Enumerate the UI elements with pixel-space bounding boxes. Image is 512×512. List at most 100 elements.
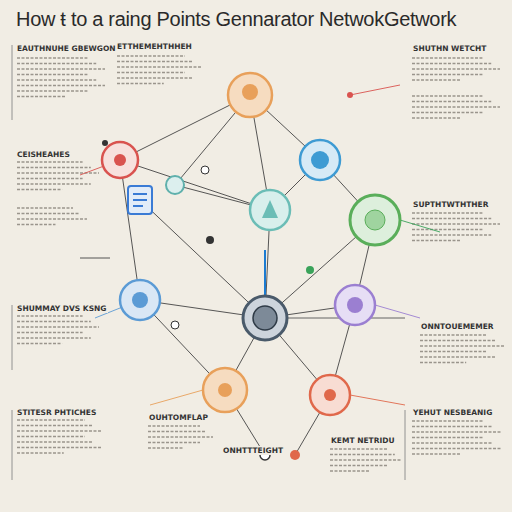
icon [114, 154, 126, 166]
leader-line [350, 395, 405, 405]
icon [132, 292, 148, 308]
text-scribble [17, 441, 94, 443]
text-scribble [17, 85, 105, 87]
teal-circle [250, 190, 290, 230]
icon [133, 199, 147, 201]
text-scribble [117, 55, 185, 57]
text-scribble [420, 362, 466, 364]
dot [347, 92, 353, 98]
text-scribble [17, 57, 87, 59]
text-scribble [412, 223, 500, 225]
teal-dot [166, 176, 184, 194]
hub-circle [243, 296, 287, 340]
text-scribble [17, 189, 62, 191]
text-scribble [17, 96, 65, 98]
text-scribble [412, 57, 482, 59]
text-scribble [330, 459, 402, 461]
text-scribble [412, 240, 460, 242]
section-heading: KEMT NETRIDU [330, 436, 396, 445]
text-scribble [330, 465, 388, 467]
text-scribble [412, 95, 482, 97]
text-scribble [412, 218, 491, 220]
text-scribble [420, 356, 496, 358]
text-scribble [412, 431, 502, 433]
text-scribble [17, 207, 73, 209]
icon [365, 210, 385, 230]
document-icon [128, 186, 152, 214]
orange-circle [228, 73, 272, 117]
section-heading: ONNTOUEMEMER [420, 322, 495, 331]
icon [242, 84, 258, 100]
section-heading: YEHUT NESBEANIG [412, 408, 493, 417]
text-scribble [412, 106, 500, 108]
icon [218, 383, 232, 397]
dot [206, 236, 214, 244]
icon [133, 193, 147, 195]
red-circle [310, 375, 350, 415]
text-scribble [117, 61, 194, 63]
green-circle [350, 195, 400, 245]
text-scribble [412, 117, 460, 119]
leader-line [375, 305, 420, 318]
text-scribble [17, 183, 91, 185]
text-scribble [412, 448, 502, 450]
text-scribble [412, 420, 484, 422]
text-scribble [17, 68, 105, 70]
section-heading: OUHTOMFLAP [148, 413, 209, 422]
text-scribble [412, 442, 493, 444]
text-scribble [17, 425, 94, 427]
text-scribble [17, 430, 102, 432]
section-heading: ETTHEMEHTHHEH [116, 42, 193, 51]
section-heading: ONHTTTEIGHT [222, 446, 284, 455]
text-scribble [412, 426, 493, 428]
text-scribble [148, 447, 184, 449]
dot [171, 321, 179, 329]
icon [133, 205, 143, 207]
blue-circle [120, 280, 160, 320]
text-scribbles [17, 56, 504, 471]
text-scribble [17, 343, 62, 345]
text-scribble [17, 315, 83, 317]
text-scribble [17, 79, 96, 81]
text-scribble [17, 90, 87, 92]
bracket [12, 410, 13, 480]
text-scribble [117, 83, 164, 85]
section-heading: EAUTHNUHE GBEWGON [16, 44, 117, 53]
section-heading: STITESR PHTICHES [16, 408, 97, 417]
text-scribble [330, 470, 370, 472]
network-nodes [102, 73, 400, 460]
text-scribble [330, 454, 395, 456]
text-scribble [17, 167, 91, 169]
icon [262, 200, 278, 218]
text-scribble [412, 234, 491, 236]
text-scribble [420, 340, 496, 342]
text-scribble [17, 218, 87, 220]
blue-circle [300, 140, 340, 180]
bracket [405, 410, 406, 480]
text-scribble [148, 431, 207, 433]
text-scribble [17, 224, 56, 226]
text-scribble [420, 345, 504, 347]
text-scribble [420, 351, 487, 353]
text-scribble [17, 63, 96, 65]
text-scribble [17, 161, 83, 163]
text-scribble [148, 442, 200, 444]
text-scribble [17, 452, 64, 454]
text-scribble [17, 74, 87, 76]
gear-icon [253, 306, 277, 330]
leader-line [80, 258, 110, 259]
text-scribble [412, 229, 482, 231]
text-scribble [17, 326, 99, 328]
text-scribble [17, 419, 85, 421]
dot [201, 166, 209, 174]
text-scribble [330, 448, 388, 450]
icon [311, 151, 329, 169]
text-scribble [412, 437, 484, 439]
icon [324, 389, 336, 401]
text-scribble [17, 332, 83, 334]
bracket [12, 305, 13, 370]
text-scribble [17, 447, 102, 449]
text-scribble [420, 334, 487, 336]
